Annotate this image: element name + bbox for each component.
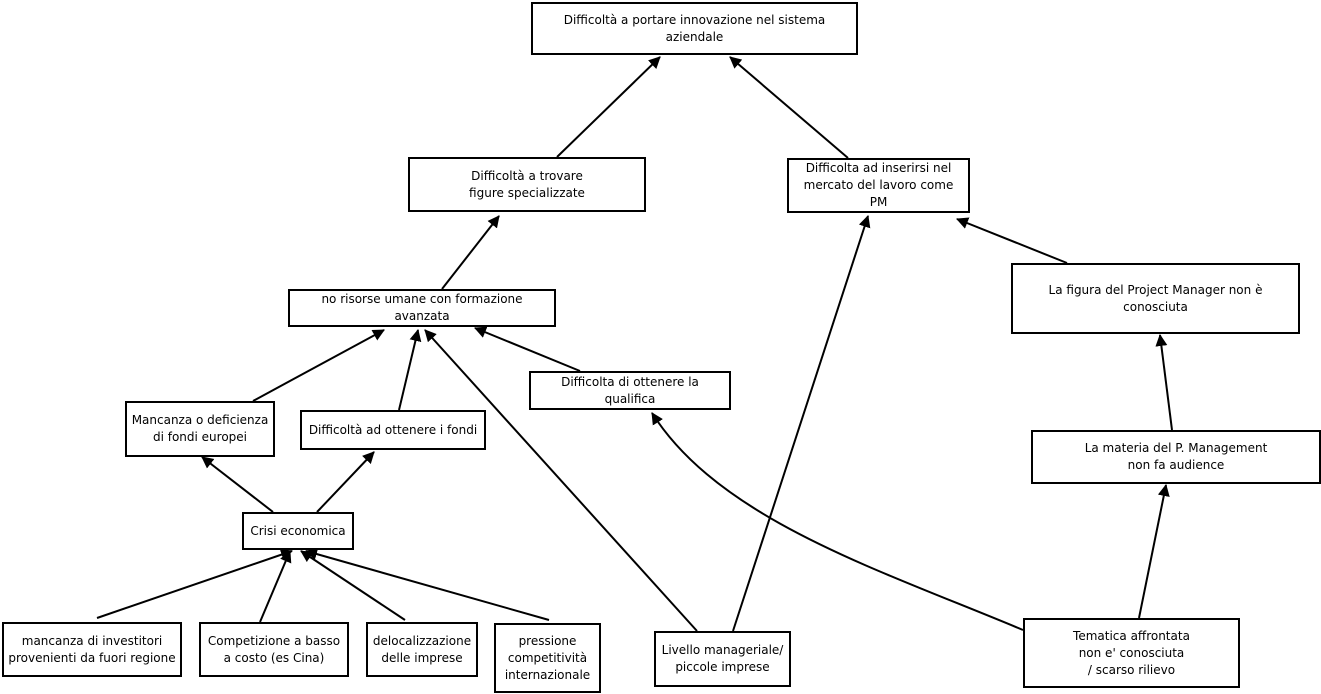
arrow-invest-to-crisi — [96, 548, 293, 619]
arrow-risorse-to-figure — [441, 215, 500, 290]
node-crisi: Crisi economica — [242, 512, 354, 550]
arrow-deloc-to-crisi — [300, 550, 406, 621]
node-tematica: Tematica affrontata non e' conosciuta / … — [1023, 618, 1240, 688]
node-risorse: no risorse umane con formazione avanzata — [288, 289, 556, 327]
arrow-tematica-to-qualif — [651, 412, 1024, 631]
node-livello: Livello manageriale/ piccole imprese — [654, 631, 791, 687]
arrow-figure-to-top — [556, 56, 661, 158]
arrow-fondi-to-risorse — [398, 329, 422, 411]
arrow-crisi-to-fondi — [316, 451, 375, 513]
node-pmfig: La figura del Project Manager non è cono… — [1011, 263, 1300, 334]
node-figure: Difficoltà a trovare figure specializzat… — [408, 157, 646, 212]
arrow-crisi-to-mancanza — [201, 456, 274, 513]
node-mancanza: Mancanza o deficienza di fondi europei — [125, 401, 275, 457]
arrow-compet-to-crisi — [259, 550, 292, 623]
node-qualif: Difficolta di ottenere la qualifica — [529, 371, 731, 410]
arrow-tematica-to-materia — [1138, 484, 1170, 619]
arrow-pmfig-to-mercato — [956, 217, 1068, 264]
arrow-mancanza-to-risorse — [252, 329, 385, 402]
arrow-press-to-crisi — [305, 548, 550, 621]
arrow-livello-to-mercato — [732, 215, 871, 632]
node-fondi: Difficoltà ad ottenere i fondi — [300, 410, 486, 450]
node-invest: mancanza di investitori provenienti da f… — [2, 622, 182, 677]
arrow-mercato-to-top — [729, 56, 849, 159]
node-press: pressione competitività internazionale — [494, 623, 601, 693]
node-mercato: Difficolta ad inserirsi nel mercato del … — [787, 158, 970, 213]
node-compet: Competizione a basso a costo (es Cina) — [199, 622, 349, 677]
arrow-livello-to-risorse — [424, 329, 698, 632]
node-deloc: delocalizzazione delle imprese — [366, 622, 478, 677]
arrow-qualif-to-risorse — [474, 326, 581, 372]
arrow-materia-to-pmfig — [1155, 334, 1173, 431]
node-top: Difficoltà a portare innovazione nel sis… — [531, 2, 858, 55]
node-materia: La materia del P. Management non fa audi… — [1031, 430, 1321, 484]
